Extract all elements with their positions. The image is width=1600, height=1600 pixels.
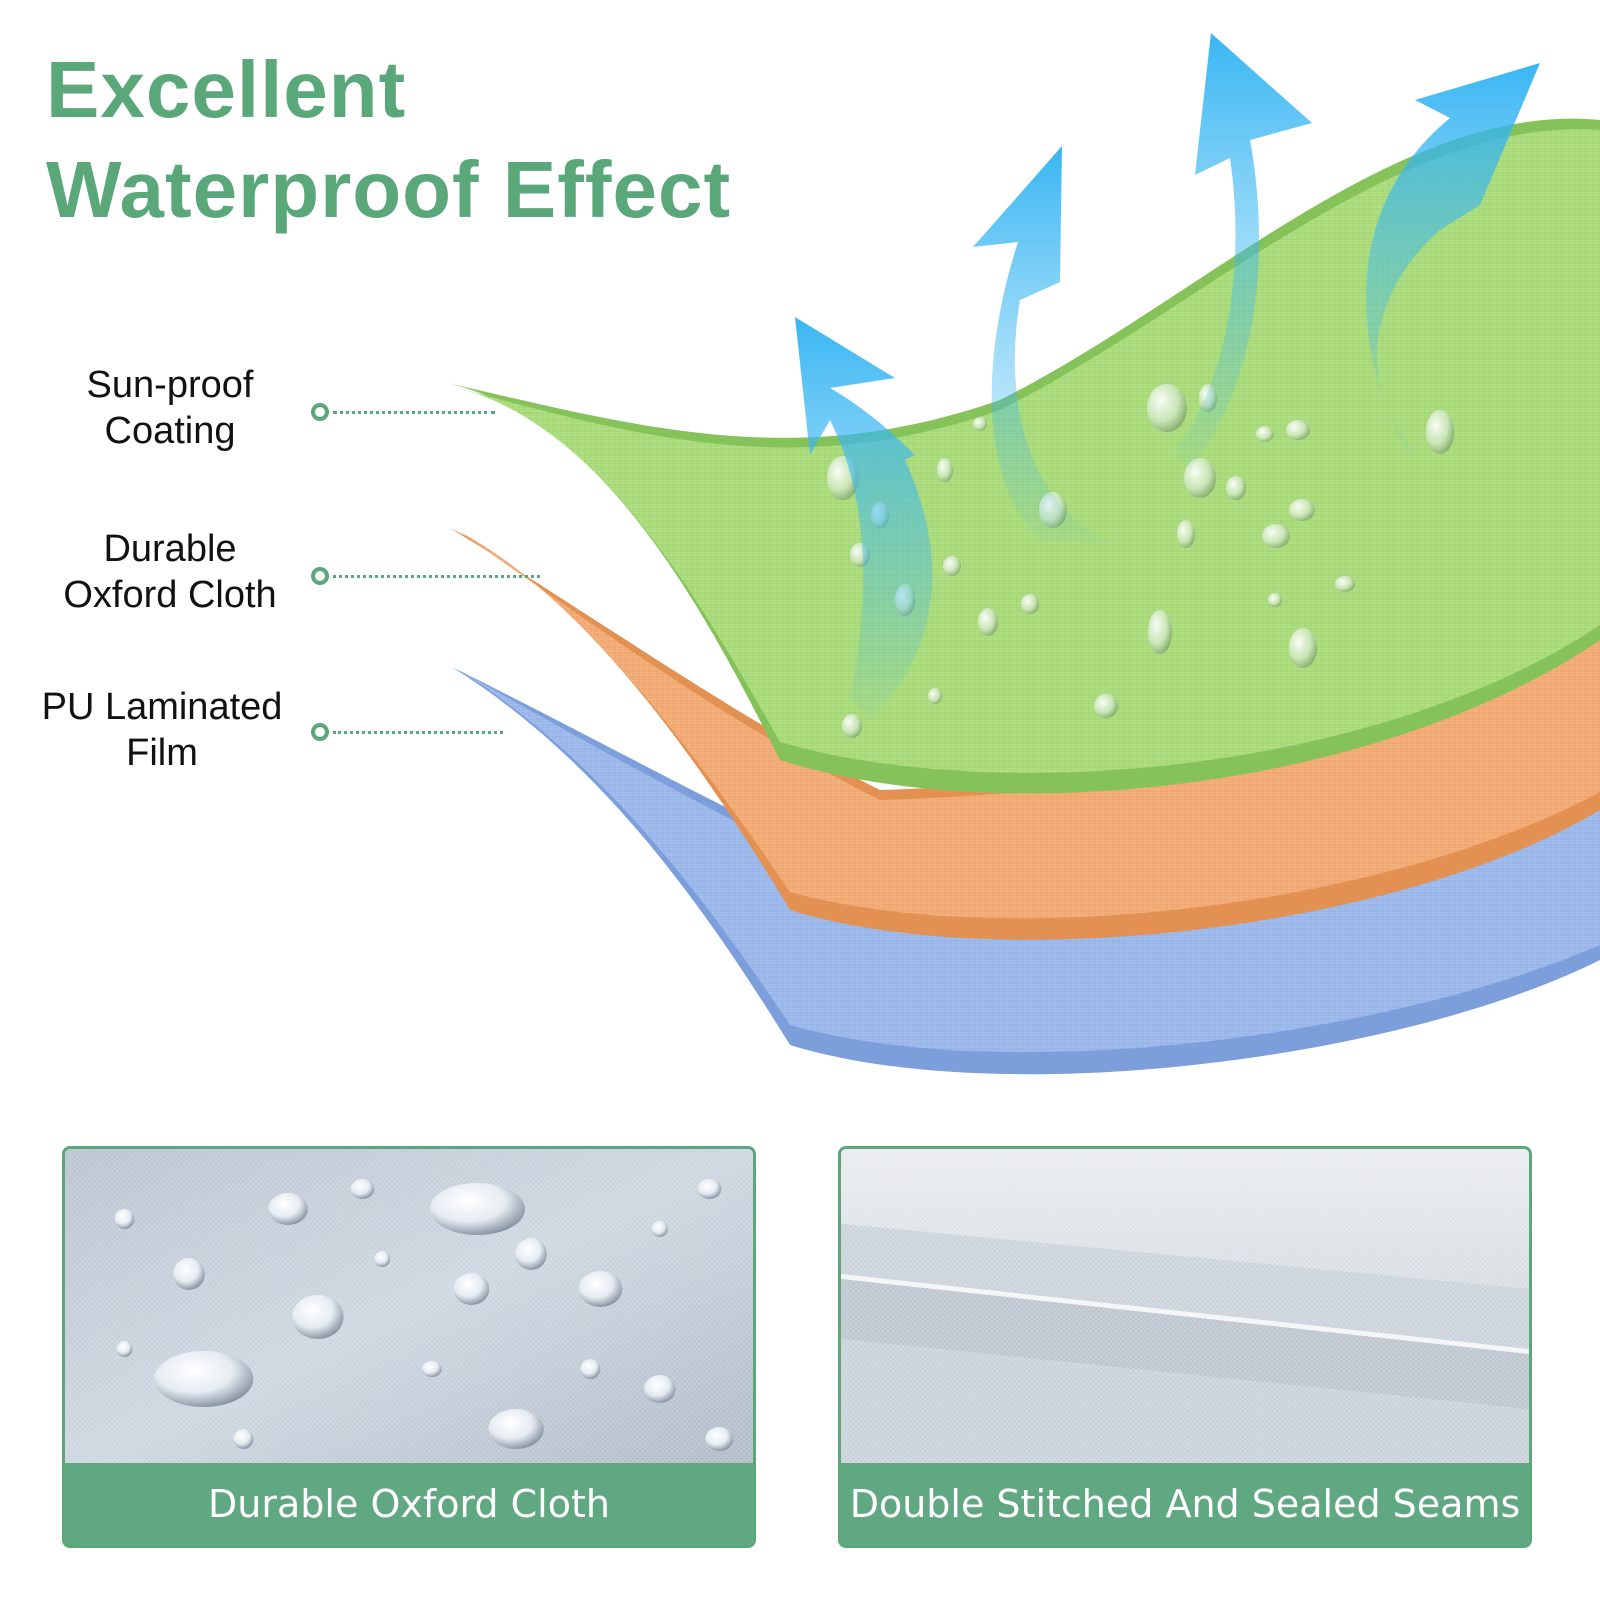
arrow-up-icon xyxy=(973,146,1120,545)
layer-label-line: Sun-proof xyxy=(86,364,254,406)
marker-dot-icon xyxy=(311,403,329,421)
layer-label-pu-laminated-film: PU Laminated Film xyxy=(32,684,292,776)
water-droplets-on-fabric-image xyxy=(65,1149,753,1469)
panel-double-stitched-sealed-seams: Double Stitched And Sealed Seams xyxy=(838,1146,1532,1548)
layer-label-line: PU Laminated xyxy=(41,686,283,728)
arrow-up-icon xyxy=(1175,33,1312,470)
leader-line xyxy=(333,575,540,578)
pu-laminated-film-layer xyxy=(452,667,1600,1075)
airflow-arrows xyxy=(795,33,1540,720)
sealed-fabric-seams-image xyxy=(841,1149,1529,1469)
headline-line-1: Excellent xyxy=(46,45,407,134)
layer-label-sun-proof-coating: Sun-proof Coating xyxy=(40,362,300,454)
layer-label-line: Oxford Cloth xyxy=(63,574,277,616)
fabric-layers-illustration xyxy=(448,33,1600,1075)
layer-label-durable-oxford-cloth: Durable Oxford Cloth xyxy=(40,526,300,618)
leader-line xyxy=(333,731,503,734)
panel-caption: Durable Oxford Cloth xyxy=(65,1463,753,1545)
marker-dot-icon xyxy=(311,567,329,585)
layer-label-line: Coating xyxy=(104,410,236,452)
durable-oxford-cloth-layer xyxy=(450,528,1600,940)
leader-line xyxy=(333,411,495,414)
panel-caption: Double Stitched And Sealed Seams xyxy=(841,1463,1529,1545)
layer-label-line: Film xyxy=(126,732,198,774)
headline: Excellent Waterproof Effect xyxy=(46,40,731,240)
headline-line-2: Waterproof Effect xyxy=(46,145,732,234)
marker-dot-icon xyxy=(311,723,329,741)
panel-durable-oxford-cloth: Durable Oxford Cloth xyxy=(62,1146,756,1548)
arrow-up-icon xyxy=(1366,63,1540,455)
layer-label-line: Durable xyxy=(103,528,237,570)
arrow-up-icon xyxy=(795,317,933,720)
